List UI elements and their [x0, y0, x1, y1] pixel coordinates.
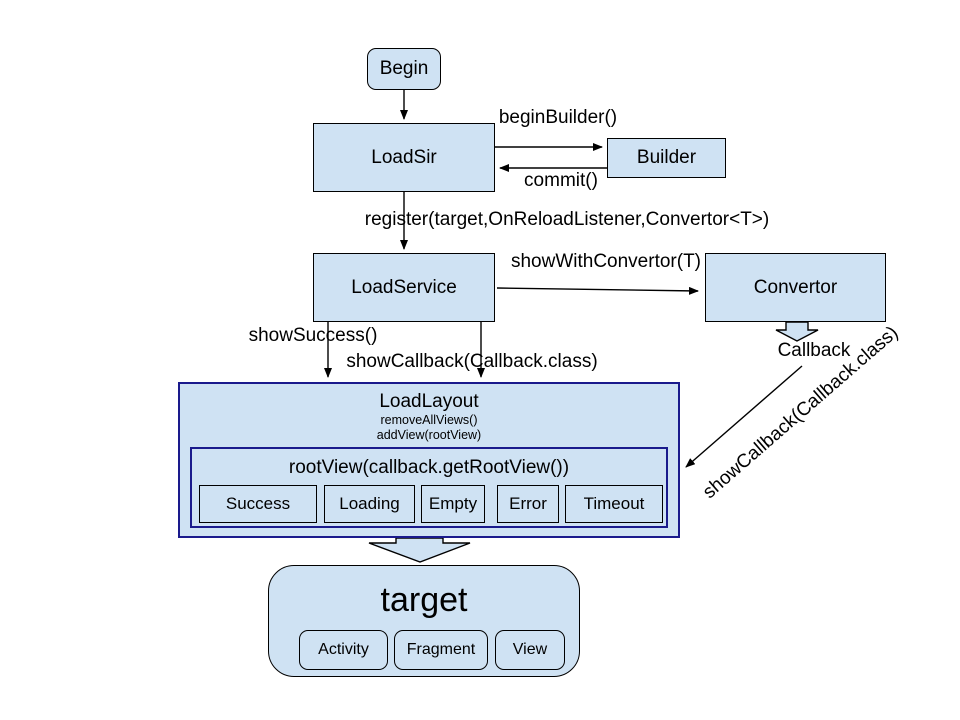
begin-node: Begin	[367, 48, 441, 90]
loadlayout-removeallviews: removeAllViews()	[380, 413, 478, 427]
callback-view-error: Error	[497, 485, 559, 523]
target-title: target	[380, 581, 468, 619]
builder-node: Builder	[607, 138, 726, 178]
block-arrow-convertor-down	[775, 321, 819, 342]
target-node: target Activity Fragment View	[268, 565, 580, 677]
callback-view-timeout: Timeout	[565, 485, 663, 523]
target-child-view: View	[495, 630, 565, 670]
rootview-label: rootView(callback.getRootView())	[288, 457, 570, 478]
rootview-node: rootView(callback.getRootView()) Success…	[190, 447, 668, 528]
loadservice-node: LoadService	[313, 253, 495, 322]
loadsir-node: LoadSir	[313, 123, 495, 192]
edge-label-beginbuilder: beginBuilder()	[498, 107, 618, 128]
target-child-fragment: Fragment	[394, 630, 488, 670]
edge-label-callback: Callback	[777, 340, 851, 361]
target-child-activity: Activity	[299, 630, 388, 670]
edge-label-commit: commit()	[524, 170, 598, 191]
loadlayout-node: LoadLayout removeAllViews() addView(root…	[178, 382, 680, 538]
edge-label-showsuccess: showSuccess()	[248, 325, 378, 346]
edge-label-showcallback: showCallback(Callback.class)	[346, 351, 598, 372]
edge-label-register: register(target,OnReloadListener,Convert…	[364, 209, 770, 230]
arrow-loadservice-to-convertor	[496, 286, 699, 295]
callback-view-empty: Empty	[421, 485, 485, 523]
loadlayout-addview: addView(rootView)	[376, 428, 482, 442]
callback-view-success: Success	[199, 485, 317, 523]
edge-label-showwithconvertor: showWithConvertor(T)	[510, 251, 702, 272]
loadlayout-title: LoadLayout	[379, 391, 479, 412]
convertor-node: Convertor	[705, 253, 886, 322]
block-arrow-loadlayout-down	[368, 537, 471, 563]
callback-view-loading: Loading	[324, 485, 415, 523]
